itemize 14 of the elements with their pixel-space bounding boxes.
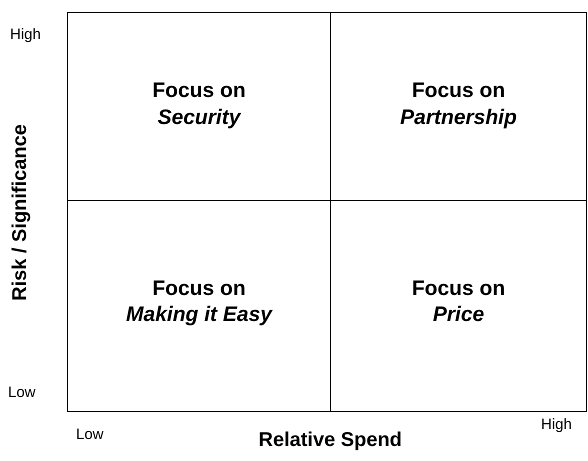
quadrant-label: Focus on Security [152, 78, 246, 130]
axis-tick-label: Low [8, 384, 36, 401]
quadrant-label: Focus on Price [412, 276, 506, 328]
quadrant-box [67, 12, 331, 201]
quadrant-box [330, 200, 587, 412]
axis-tick-label: High [10, 26, 41, 43]
axis-tick-label: Low [76, 426, 104, 443]
axis-tick-label: High [541, 416, 572, 433]
axis-title: Relative Spend [258, 428, 402, 452]
quadrant-box [330, 12, 587, 201]
quadrant-label: Focus on Partnership [400, 78, 517, 130]
axis-title: Risk / Significance [8, 124, 32, 300]
quadrant-label: Focus on Making it Easy [126, 276, 272, 328]
quadrant-box [67, 200, 331, 412]
